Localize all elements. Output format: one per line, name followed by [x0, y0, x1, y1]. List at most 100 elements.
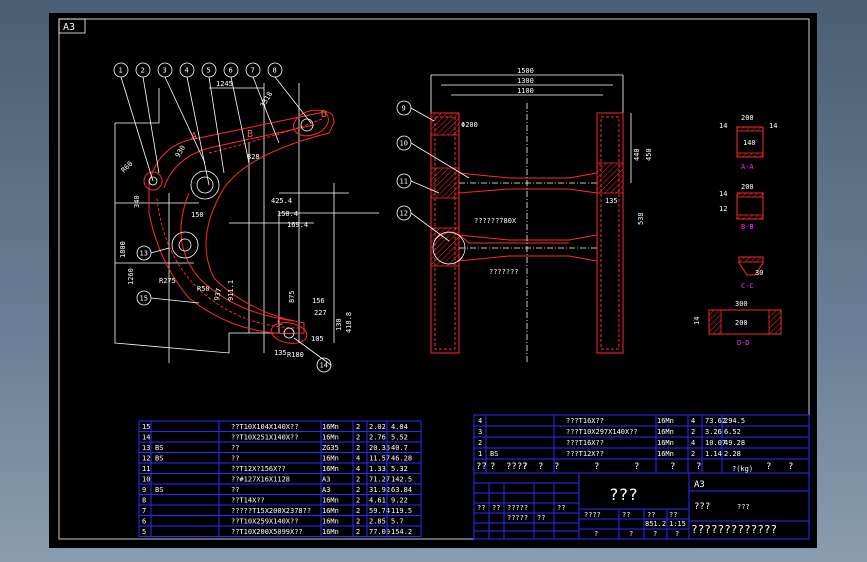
parts-cell: 2: [478, 439, 482, 447]
section-letter-c: C: [277, 317, 283, 328]
dim-340: 340: [133, 195, 141, 208]
balloon: [223, 62, 239, 78]
dim-r275: R275: [159, 277, 176, 285]
dim-r60: R60: [120, 160, 135, 175]
title-s1: ??: [477, 504, 485, 512]
section-c-tag: C-C: [741, 282, 754, 290]
balloon-number: 10: [400, 140, 408, 148]
balloon-number: 11: [400, 178, 408, 186]
header-cell: ?: [766, 462, 771, 472]
parts-cell: 40.7: [391, 444, 408, 452]
balloon: [396, 173, 412, 189]
title-weight: 851.2: [645, 520, 666, 528]
parts-cell: 31.92: [369, 486, 390, 494]
dim-r180: R180: [287, 351, 304, 359]
parts-cell: BS: [155, 486, 163, 494]
dim-1500: 1500: [517, 67, 534, 75]
title-q3: ??: [647, 511, 655, 519]
parts-cell: ???T16X??: [566, 439, 604, 447]
parts-cell: 2: [356, 486, 360, 494]
dim-150b: 150: [191, 211, 204, 219]
section-letter-b: B: [247, 129, 253, 140]
boss-lower: [171, 231, 199, 259]
parts-cell: 6.52: [724, 428, 741, 436]
parts-cell: 4.04: [391, 423, 408, 431]
balloon-number: 9: [402, 105, 406, 113]
balloon: [201, 62, 217, 78]
parts-cell: ZG35: [322, 444, 339, 452]
balloon: [396, 100, 412, 116]
section-a-tag: A-A: [741, 163, 754, 171]
parts-cell: 77.09: [369, 528, 390, 536]
dim-538: 538: [637, 212, 645, 225]
section-a-right: 14: [769, 122, 777, 130]
parts-cell: 5.52: [391, 434, 408, 442]
sheet-size-label: A3: [63, 22, 75, 33]
section-d-width: 300: [735, 300, 748, 308]
dim-450: 450: [645, 148, 653, 161]
parts-cell: 1.33: [369, 465, 386, 473]
parts-cell: 4.61: [369, 497, 386, 505]
parts-cell: 46.28: [391, 455, 412, 463]
dim-418: 418.8: [345, 312, 353, 333]
dim-3318: 3318: [259, 90, 274, 109]
parts-cell: 119.5: [391, 507, 412, 515]
dim-130: 130: [335, 318, 343, 331]
dim-1300: 1300: [517, 77, 534, 85]
dim-135: 135: [274, 349, 287, 357]
balloon-number: 12: [400, 210, 408, 218]
header-cell: ?: [670, 462, 675, 472]
parts-cell: ??: [231, 444, 239, 452]
parts-cell: 12: [142, 455, 150, 463]
parts-cell: 63.84: [391, 486, 412, 494]
parts-cell: 2.28: [724, 450, 741, 458]
parts-cell: 2: [356, 423, 360, 431]
title-scale: 1:15: [669, 520, 686, 528]
balloon-number: 1: [119, 67, 123, 75]
title-q4: ??: [669, 511, 677, 519]
parts-cell: ??T12X?156X??: [231, 465, 286, 473]
dim-930: 930: [174, 144, 187, 159]
dim-911: 911.1: [227, 280, 235, 301]
parts-cell: 2: [356, 476, 360, 484]
balloon-number: 4: [185, 67, 189, 75]
title-q1: ????: [584, 511, 601, 519]
front-view: 1500 1300 1100 440 450 538 135 Φ200 ????…: [396, 67, 653, 363]
balloon: [136, 290, 152, 306]
parts-cell: 2: [691, 428, 695, 436]
parts-cell: 15: [142, 423, 150, 431]
dim-875: 875: [288, 290, 296, 303]
parts-cell: 10: [142, 476, 150, 484]
parts-cell: 2: [356, 444, 360, 452]
parts-cell: 9: [142, 486, 146, 494]
parts-cell: A3: [322, 476, 330, 484]
parts-cell: BS: [155, 444, 163, 452]
title-material: A3: [694, 480, 705, 490]
parts-cell: ??T10X259X140X??: [231, 518, 298, 526]
parts-cell: 142.5: [391, 476, 412, 484]
title-s6: ??: [557, 504, 565, 512]
parts-cell: A3: [322, 486, 330, 494]
balloon: [245, 62, 261, 78]
parts-cell: ??T10X200X5099X??: [231, 528, 303, 536]
balloon: [316, 357, 332, 373]
parts-cell: 16Mn: [657, 428, 674, 436]
parts-cell: ??T10X104X140X??: [231, 423, 298, 431]
parts-cell: 3: [478, 428, 482, 436]
parts-cell: ??: [231, 455, 239, 463]
boom-inner: [163, 124, 315, 322]
section-a-height: 140: [743, 139, 756, 147]
parts-cell: 16Mn: [322, 465, 339, 473]
header-cell: ?: [538, 462, 543, 472]
title-b3: ?: [653, 530, 657, 538]
boss-center: [190, 170, 220, 200]
parts-cell: 4: [691, 439, 695, 447]
parts-cell: ??#127X16X1128: [231, 476, 290, 484]
header-cell: ?: [490, 462, 495, 472]
parts-cell: 9.22: [391, 497, 408, 505]
right-column: [596, 112, 624, 354]
parts-cell: 2: [356, 528, 360, 536]
